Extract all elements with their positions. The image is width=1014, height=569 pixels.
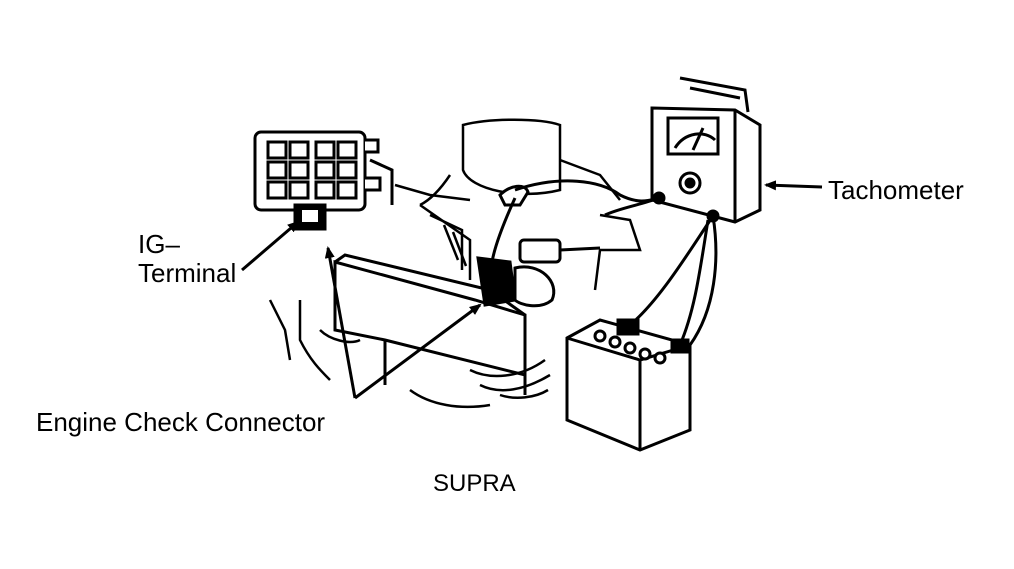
ig-terminal-label-line2: Terminal xyxy=(138,258,237,288)
engine-check-connector-label: Engine Check Connector xyxy=(36,407,326,437)
engine-outline xyxy=(394,118,642,291)
tachometer-device xyxy=(650,76,762,224)
engine-check-connector xyxy=(476,184,601,308)
engine-check-connector-leader xyxy=(324,246,357,399)
tachometer-arrow xyxy=(764,180,823,191)
test-leads xyxy=(514,179,718,346)
hands-and-hoses xyxy=(268,299,551,409)
ig-connector-block xyxy=(253,130,394,231)
engine-check-connector-arrow xyxy=(354,303,482,400)
battery xyxy=(565,318,692,452)
ig-terminal-arrow xyxy=(241,220,300,272)
figure-caption: SUPRA xyxy=(433,470,516,497)
ig-terminal-label-line1: IG– xyxy=(138,229,180,259)
callout-arrows xyxy=(241,180,823,400)
tachometer-label: Tachometer xyxy=(828,175,964,205)
